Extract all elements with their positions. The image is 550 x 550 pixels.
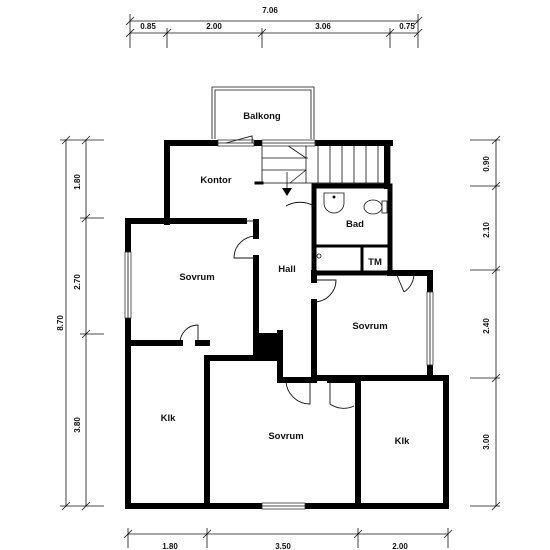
right-dimension: 0.90 2.10 2.40 3.00 xyxy=(470,135,501,511)
room-label-tm: TM xyxy=(368,257,382,268)
toilet-icon xyxy=(363,199,383,215)
doors xyxy=(179,135,415,409)
left-dim-3: 3.80 xyxy=(73,417,82,433)
room-labels: Balkong Kontor Bad TM Hall Sovrum Sovrum… xyxy=(161,111,411,447)
walls xyxy=(125,140,449,509)
stair-arrow-icon xyxy=(282,188,292,196)
sink-icon xyxy=(323,192,345,214)
top-dim-3: 3.06 xyxy=(315,22,331,31)
room-label-klk-left: Klk xyxy=(161,413,177,424)
top-dim-1: 0.85 xyxy=(140,22,156,31)
left-dim-2: 2.70 xyxy=(73,274,82,290)
room-label-hall: Hall xyxy=(278,264,295,275)
right-dim-3: 2.40 xyxy=(482,318,491,334)
right-dim-4: 3.00 xyxy=(482,434,491,450)
bottom-dim-3: 2.00 xyxy=(392,542,408,550)
shower-icon xyxy=(316,253,322,259)
room-label-sovrum-right: Sovrum xyxy=(352,321,387,332)
right-dim-2: 2.10 xyxy=(482,222,491,238)
room-label-sovrum-left: Sovrum xyxy=(179,272,214,283)
bottom-dim-1: 1.80 xyxy=(162,542,178,550)
room-label-balkong: Balkong xyxy=(243,111,281,122)
bathroom-fixtures xyxy=(316,192,388,259)
room-label-bad: Bad xyxy=(346,219,364,230)
left-total-dim: 8.70 xyxy=(56,315,65,331)
balcony xyxy=(211,86,315,139)
top-dim-2: 2.00 xyxy=(206,22,222,31)
room-label-klk-right: Klk xyxy=(395,436,411,447)
windows xyxy=(124,139,434,510)
room-label-kontor: Kontor xyxy=(200,175,231,186)
room-label-sovrum-bottom: Sovrum xyxy=(268,431,303,442)
left-dim-1: 1.80 xyxy=(73,174,82,190)
top-dimension: 7.06 0.85 2.00 3.06 0.75 xyxy=(125,6,423,48)
right-dim-1: 0.90 xyxy=(482,156,491,172)
bottom-dim-2: 3.50 xyxy=(275,542,291,550)
top-dim-4: 0.75 xyxy=(399,22,415,31)
top-total-dim: 7.06 xyxy=(262,6,278,15)
left-dimension: 8.70 1.80 2.70 3.80 xyxy=(56,135,104,511)
bottom-dimension: 1.80 3.50 2.00 xyxy=(123,528,453,550)
staircase xyxy=(261,142,391,196)
